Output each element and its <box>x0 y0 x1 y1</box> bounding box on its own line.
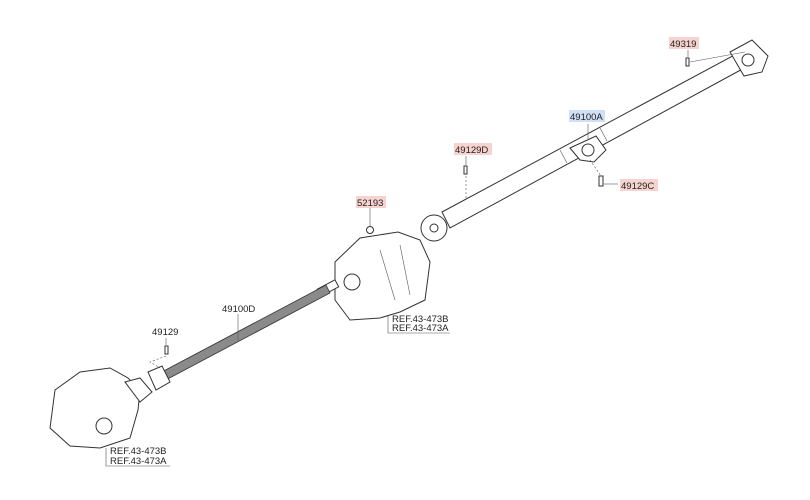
front-propeller-shaft[interactable] <box>147 284 331 391</box>
highlight-52193 <box>356 196 386 208</box>
highlight-49319 <box>669 37 699 49</box>
part-label-49129C[interactable]: 49129C <box>621 181 654 192</box>
part-label-49129[interactable]: 49129 <box>152 327 178 338</box>
part-label-49100A[interactable]: 49100A <box>570 112 603 123</box>
bolts <box>105 50 746 467</box>
highlight-49100A <box>569 110 605 122</box>
highlight-49129C <box>620 179 658 191</box>
highlight-49129D <box>454 143 492 155</box>
ref-label-transfer-b[interactable]: REF.43-473B <box>392 314 449 325</box>
part-label-49129D[interactable]: 49129D <box>455 145 488 156</box>
ref-label-diff-b[interactable]: REF.43-473B <box>110 446 167 457</box>
part-label-49319[interactable]: 49319 <box>670 39 696 50</box>
ref-label-transfer-a[interactable]: REF.43-473A <box>392 323 449 334</box>
rear-propeller-shaft[interactable] <box>420 39 769 242</box>
part-label-49100D[interactable]: 49100D <box>222 304 255 315</box>
part-label-52193[interactable]: 52193 <box>357 198 383 209</box>
ref-label-diff-a[interactable]: REF.43-473A <box>110 456 167 467</box>
transfer-case <box>316 231 431 321</box>
front-differential <box>49 367 153 449</box>
